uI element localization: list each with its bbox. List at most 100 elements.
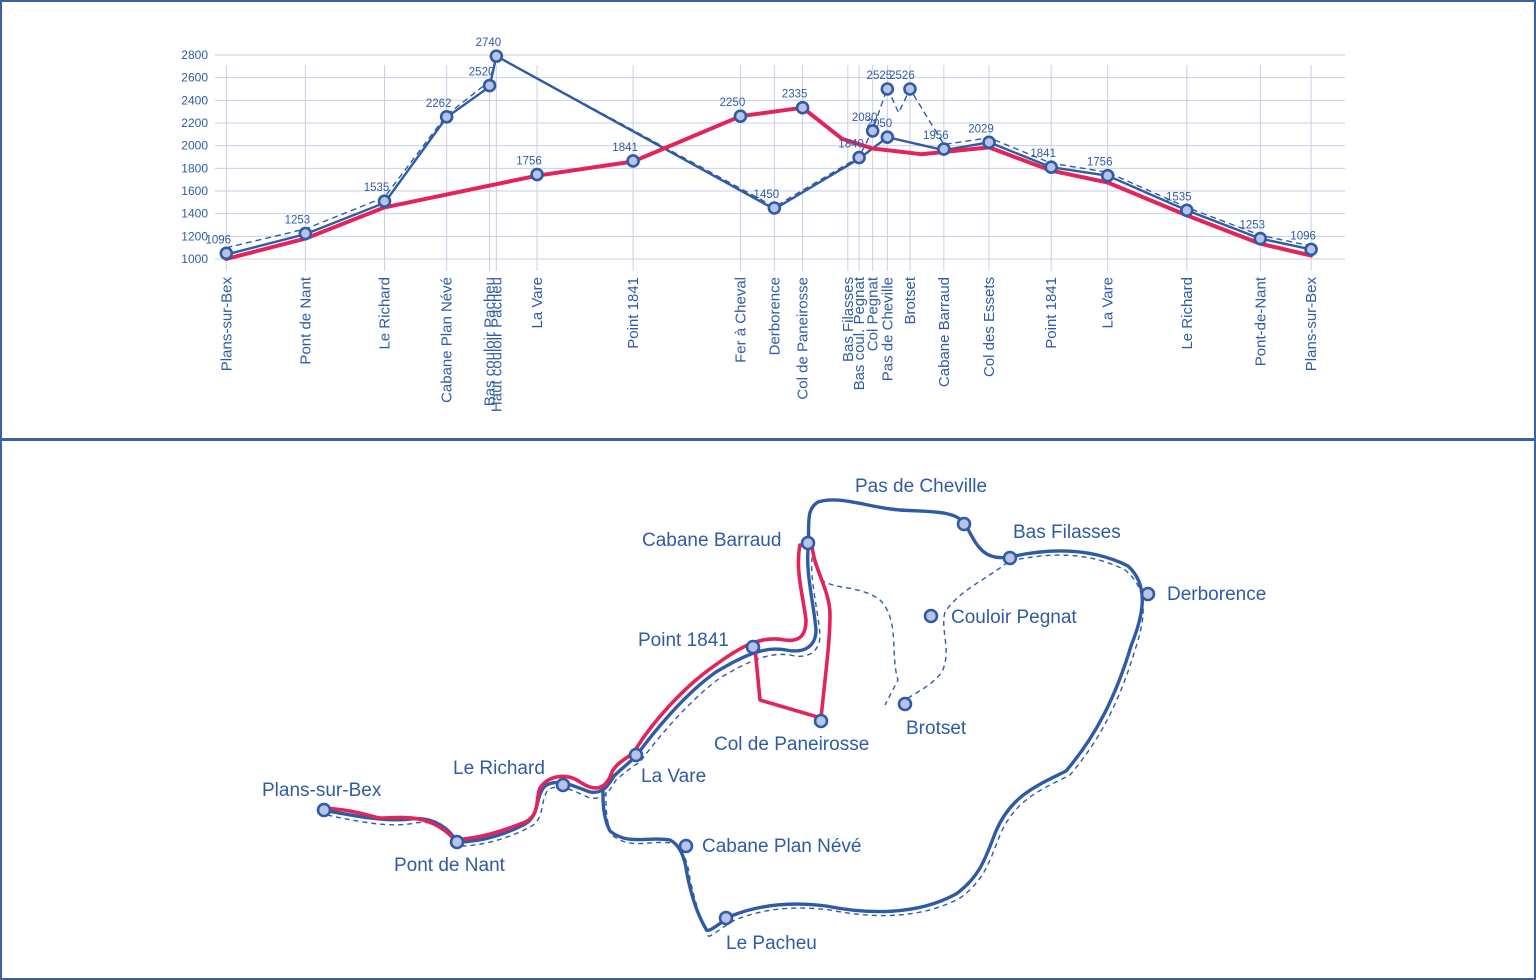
map-node-pont-de-nant [449,834,465,850]
data-label: 2335 [782,89,808,101]
map-label-le-pacheu: Le Pacheu [726,933,817,954]
data-label: 2080 [852,112,878,124]
y-tick-label: 2800 [181,48,208,62]
data-point [489,49,504,63]
data-label: 1956 [923,130,949,142]
map-label-derborence: Derborence [1167,584,1266,605]
data-label: 1841 [612,142,638,154]
data-point [733,109,748,123]
map-label-le-richard: Le Richard [453,758,545,779]
x-tick-label: Bas coul. Pegnat [851,276,868,390]
map-label-couloir-pegnat: Couloir Pegnat [951,607,1077,628]
x-tick-label: Pont de Nant [297,276,314,364]
chart-x-labels: Plans-sur-Bex Pont de Nant Le Richard Caban… [218,276,1320,412]
x-tick-label: Col de Paneirosse [795,277,812,400]
map-label-cabane-plan-neve: Cabane Plan Névé [702,836,862,857]
map-node-la-vare [628,747,644,763]
data-point [865,124,880,138]
x-tick-label: Col des Essets [981,277,998,377]
data-label: 1841 [1030,148,1056,160]
map-node-plans-sur-bex [316,802,332,818]
chart-series [224,54,1314,261]
data-point [626,154,640,168]
data-point [377,194,392,208]
x-tick-label: Cabane Barraud [936,277,953,387]
x-tick-label: Point 1841 [625,277,642,349]
x-tick-label: Col Pegnat [865,276,882,351]
data-point [1044,160,1058,174]
data-point [982,135,996,150]
data-point [880,82,895,96]
data-label: 1096 [1290,230,1316,242]
x-tick-label: Le Richard [377,277,394,350]
y-tick-label: 1600 [181,184,208,198]
y-tick-label: 2000 [181,139,208,153]
data-point [795,100,810,115]
data-point [1253,231,1268,246]
y-tick-label: 1200 [181,229,208,243]
data-label: 1756 [516,156,542,168]
data-label: 2250 [720,97,746,109]
data-label: 1253 [1239,220,1265,232]
map-route-red [321,543,832,842]
map-label-plans-sur-bex: Plans-sur-Bex [262,780,382,801]
series-line-0 [226,54,1312,256]
data-point [1304,242,1318,257]
series-line-1 [226,55,1312,249]
map-label-col-de-paneirosse: Col de Paneirosse [714,734,869,755]
y-tick-label: 1000 [181,252,208,266]
data-label: 1535 [1166,191,1192,203]
data-label: 1535 [364,182,390,194]
chart-drop-lines [225,65,1312,271]
map-label-point-1841: Point 1841 [638,630,729,651]
data-label: 2526 [889,70,915,82]
data-point [1180,203,1194,218]
data-point [298,226,313,241]
map-node-le-richard [555,777,571,793]
x-tick-label: Brotset [902,276,919,324]
x-tick-label: Derborence [766,277,783,355]
data-point [439,109,454,124]
map-label-cabane-barraud: Cabane Barraud [642,530,781,551]
map-label-brotset: Brotset [906,718,967,739]
map-label-pas-de-cheville: Pas de Cheville [855,476,987,497]
y-tick-label: 1400 [181,207,208,221]
data-label: 1450 [754,189,780,201]
x-tick-label: Bas couloir Pacheu [482,277,499,406]
x-tick-label: La Vare [529,277,546,328]
data-label: 2050 [867,118,893,130]
elevation-profile-chart: 1000120014001600180020002200240026002800… [0,0,1536,440]
data-point [880,130,895,144]
data-label: 2262 [426,98,452,110]
map-route-dashed-pegnat [897,561,1009,706]
data-point [852,150,866,165]
map-node-cabane-plan-neve [678,838,694,854]
y-tick-label: 2600 [181,71,208,85]
map-labels: Pas de Cheville Cabane Barraud Bas Filas… [262,476,1266,954]
x-tick-label: Cabane Plan Névé [439,277,456,403]
data-point [530,167,544,182]
series-line-2 [224,105,1314,261]
data-point [767,201,782,215]
x-tick-label: Point 1841 [1043,277,1060,349]
data-label: 1096 [206,234,232,246]
x-tick-label: Le Richard [1179,277,1196,350]
chart-frame [0,0,1536,440]
map-node-point-1841 [745,639,761,655]
x-tick-label: Pont-de-Nant [1252,276,1269,366]
data-point [1100,168,1115,183]
map-node-cabane-barraud [800,535,816,551]
map-node-couloir-pegnat [923,608,939,624]
map-node-col-de-paneirosse [813,713,829,729]
map-node-le-pacheu [718,910,734,926]
x-tick-label: La Vare [1100,277,1117,328]
x-tick-label: Pas de Cheville [879,277,896,381]
x-tick-label: Plans-sur-Bex [218,277,235,372]
data-label: 2520 [469,67,495,79]
data-point [903,82,917,96]
y-tick-label: 1800 [181,161,208,175]
map-label-la-vare: La Vare [641,766,706,787]
x-tick-label: Bas Filasses [840,277,857,362]
